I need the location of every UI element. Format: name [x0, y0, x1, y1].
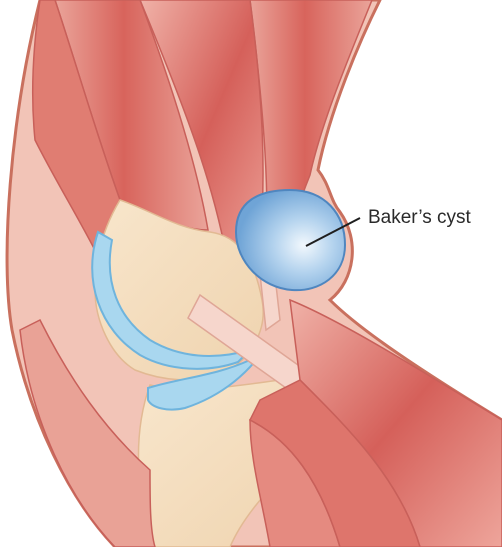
bakers-cyst-label: Baker’s cyst [368, 207, 471, 228]
